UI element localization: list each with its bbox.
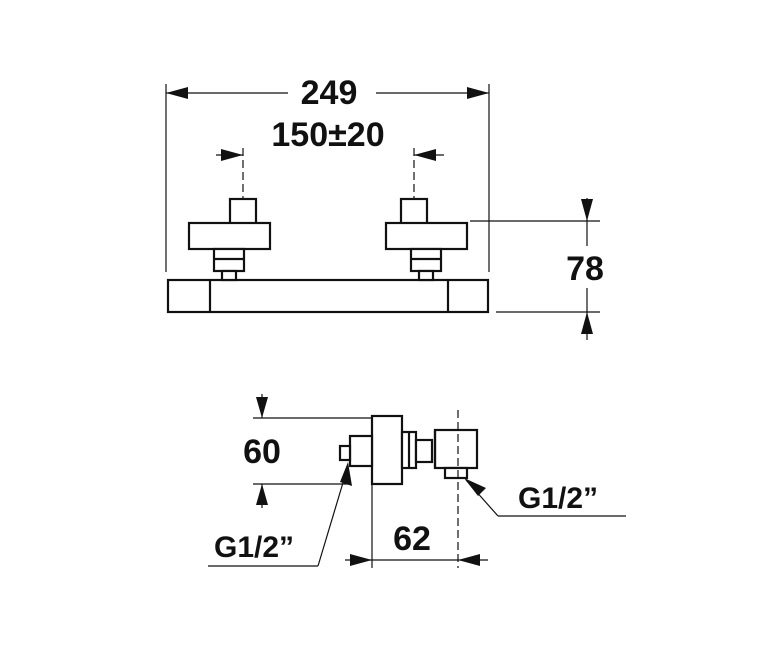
spacing-dimension: 150±20 bbox=[216, 116, 444, 200]
depth-dimension: 60 bbox=[243, 394, 378, 508]
height-label: 78 bbox=[566, 250, 604, 288]
left-connector bbox=[187, 197, 272, 282]
overall-width-label: 249 bbox=[301, 74, 358, 112]
outlet-thread-callout: G1/2” bbox=[464, 478, 626, 517]
right-connector bbox=[384, 197, 469, 282]
inlet-thread-callout: G1/2” bbox=[208, 462, 352, 567]
outlet-offset-dimension: 62 bbox=[345, 410, 488, 568]
outlet-thread-label: G1/2” bbox=[518, 482, 598, 515]
outlet-elbow bbox=[433, 428, 479, 470]
height-dimension: 78 bbox=[470, 198, 604, 340]
mixer-body bbox=[166, 278, 490, 314]
front-view: 249 150±20 bbox=[165, 74, 604, 340]
overall-width-dimension: 249 bbox=[166, 74, 489, 112]
outlet-port bbox=[443, 466, 469, 480]
spacing-label: 150±20 bbox=[271, 116, 384, 154]
side-step-2 bbox=[414, 438, 434, 464]
inlet-thread-label: G1/2” bbox=[214, 531, 294, 564]
outlet-offset-label: 62 bbox=[393, 520, 431, 558]
depth-label: 60 bbox=[243, 433, 281, 471]
side-view: 60 62 G1/2” bbox=[208, 394, 626, 568]
inlet-stub bbox=[348, 434, 374, 468]
inlet-nut bbox=[338, 444, 352, 462]
side-body bbox=[370, 414, 404, 486]
